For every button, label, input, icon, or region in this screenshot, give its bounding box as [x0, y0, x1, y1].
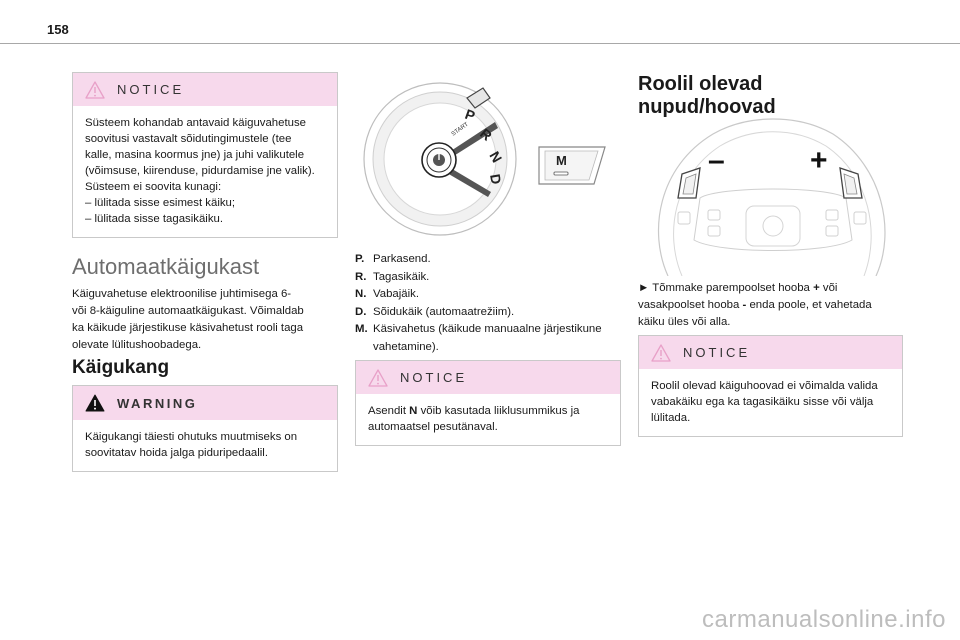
legend-item: P. Parkasend.: [355, 251, 602, 269]
notice-line: – lülitada sisse esimest käiku;: [85, 197, 236, 209]
notice-line: soovitusi vastavalt sõidutingimustele (t…: [85, 133, 292, 145]
legend-line: vahetamine).: [373, 340, 439, 353]
gear-letter-d: D: [487, 173, 505, 186]
warning-triangle-icon: [85, 80, 105, 99]
left-paddle-minus: [677, 167, 701, 199]
legend-value: Käsivahetus (käikude manuaalne järjestik…: [373, 321, 602, 356]
paragraph-line: käiku üles või alla.: [638, 316, 731, 328]
warning-header: WARNING: [73, 386, 337, 420]
notice-title: NOTICE: [117, 82, 185, 97]
text-run: enda poole, et vahetada: [746, 299, 872, 311]
page-number: 158: [47, 22, 69, 37]
warning-triangle-filled-icon: [85, 394, 105, 412]
legend-item: D. Sõidukäik (automaatrežiim).: [355, 304, 602, 322]
minus-sign: –: [708, 144, 725, 177]
notice-line: kalle, masina koormus jne) ja juhi valik…: [85, 149, 305, 161]
section-heading-automatic-gearbox: Automaatkäigukast: [72, 254, 260, 279]
warning-line: soovitatav hoida jalga piduripedaalil.: [85, 447, 269, 459]
notice-line: Roolil olevad käiguhoovad ei võimalda va…: [651, 380, 878, 392]
notice-line: Süsteem kohandab antavaid käiguvahetuse: [85, 117, 307, 129]
paragraph-line: ► Tõmmake parempoolset hooba + või: [638, 280, 872, 297]
text-run-bold: +: [813, 282, 820, 294]
right-paddle-plus: [839, 167, 863, 199]
steering-wheel-illustration: – +: [657, 118, 886, 276]
notice-line: Asendit N võib kasutada liiklusummikus j…: [368, 403, 608, 419]
notice-body: Asendit N võib kasutada liiklusummikus j…: [356, 394, 620, 445]
notice-body: Roolil olevad käiguhoovad ei võimalda va…: [639, 369, 902, 436]
text-run-bold: -: [742, 299, 747, 311]
legend-item: M. Käsivahetus (käikude manuaalne järjes…: [355, 321, 602, 356]
text-run: vasakpoolset hooba: [638, 299, 743, 311]
notice-title: NOTICE: [400, 370, 468, 385]
paragraph-line: olevate lülitushoobadega.: [72, 339, 202, 351]
paddle-instruction: ► Tõmmake parempoolset hooba + või vasak…: [638, 280, 872, 331]
notice-line: automaatsel pesutänaval.: [368, 421, 498, 433]
header-rule: [0, 43, 960, 44]
legend-value: Vabajäik.: [373, 286, 419, 304]
notice-box-neutral: NOTICE Asendit N võib kasutada liiklusum…: [355, 360, 621, 446]
warning-title: WARNING: [117, 395, 198, 411]
notice-line: – lülitada sisse tagasikäiku.: [85, 213, 224, 225]
warning-triangle-icon: [651, 343, 671, 362]
notice-header: NOTICE: [356, 361, 620, 394]
legend-key: M.: [355, 323, 368, 335]
text-run-bold: N: [409, 405, 418, 417]
legend-key: D.: [355, 305, 367, 318]
text-run: Asendit: [368, 405, 410, 417]
plus-sign: +: [810, 144, 828, 177]
legend-item: N. Vabajäik.: [355, 286, 602, 304]
notice-header: NOTICE: [639, 336, 902, 369]
warning-line: Käigukangi täiesti ohutuks muutmiseks on: [85, 431, 298, 443]
legend-key: P.: [355, 253, 365, 265]
text-run: või: [819, 282, 838, 294]
start-button-icon: [433, 153, 445, 166]
legend-value: Parkasend.: [373, 251, 431, 269]
notice-header: NOTICE: [73, 73, 337, 106]
watermark: carmanualsonline.info: [702, 606, 946, 633]
paragraph-line: ka käikude järjestikuse käsivahetust roo…: [72, 322, 304, 334]
gear-legend: P. Parkasend. R. Tagasikäik. N. Vabajäik…: [355, 251, 602, 356]
warning-body: Käigukangi täiesti ohutuks muutmiseks on…: [73, 420, 337, 471]
notice-line: (võimsuse, kiirenduse, pidurdamise jne v…: [85, 165, 315, 177]
notice-line: vabakäiku ega ka tagasikäiku sisse või v…: [651, 396, 874, 408]
notice-line: Süsteem ei soovita kunagi:: [85, 181, 222, 193]
legend-line: Parkasend.: [373, 253, 431, 265]
notice-body: Süsteem kohandab antavaid käiguvahetuse …: [73, 106, 337, 237]
legend-line: Sõidukäik (automaatrežiim).: [373, 305, 515, 318]
legend-key: N.: [355, 288, 367, 300]
notice-line: lülitada.: [651, 412, 691, 424]
warning-triangle-icon: [368, 368, 388, 387]
text-run: ► Tõmmake parempoolset hooba: [638, 282, 814, 294]
notice-box-gear-advice: NOTICE Süsteem kohandab antavaid käiguva…: [72, 72, 338, 238]
legend-item: R. Tagasikäik.: [355, 269, 602, 287]
legend-key: R.: [355, 270, 367, 283]
gearbox-description: Käiguvahetuse elektroonilise juhtimisega…: [72, 286, 304, 354]
legend-line: Käsivahetus (käikude manuaalne järjestik…: [373, 323, 602, 335]
section-heading-steering-controls: Roolil olevad nupud/hoovad: [638, 73, 776, 118]
manual-mode-label: M: [556, 153, 567, 168]
paragraph-line: või 8-käiguline automaatkäigukast. Võima…: [72, 305, 304, 317]
legend-line: Vabajäik.: [373, 288, 420, 300]
legend-value: Tagasikäik.: [373, 269, 429, 287]
warning-box-gear-lever: WARNING Käigukangi täiesti ohutuks muutm…: [72, 385, 338, 472]
legend-value: Sõidukäik (automaatrežiim).: [373, 304, 514, 322]
paragraph-line: vasakpoolset hooba - enda poole, et vahe…: [638, 297, 872, 314]
gear-selector-illustration: START P R N D M: [363, 82, 606, 236]
subheading-gear-lever: Käigukang: [72, 357, 170, 378]
text-run: võib kasutada liiklusummikus ja: [417, 405, 580, 417]
notice-title: NOTICE: [683, 345, 751, 360]
notice-box-paddles: NOTICE Roolil olevad käiguhoovad ei võim…: [638, 335, 903, 437]
paragraph-line: Käiguvahetuse elektroonilise juhtimisega…: [72, 288, 292, 300]
legend-line: Tagasikäik.: [373, 270, 430, 283]
